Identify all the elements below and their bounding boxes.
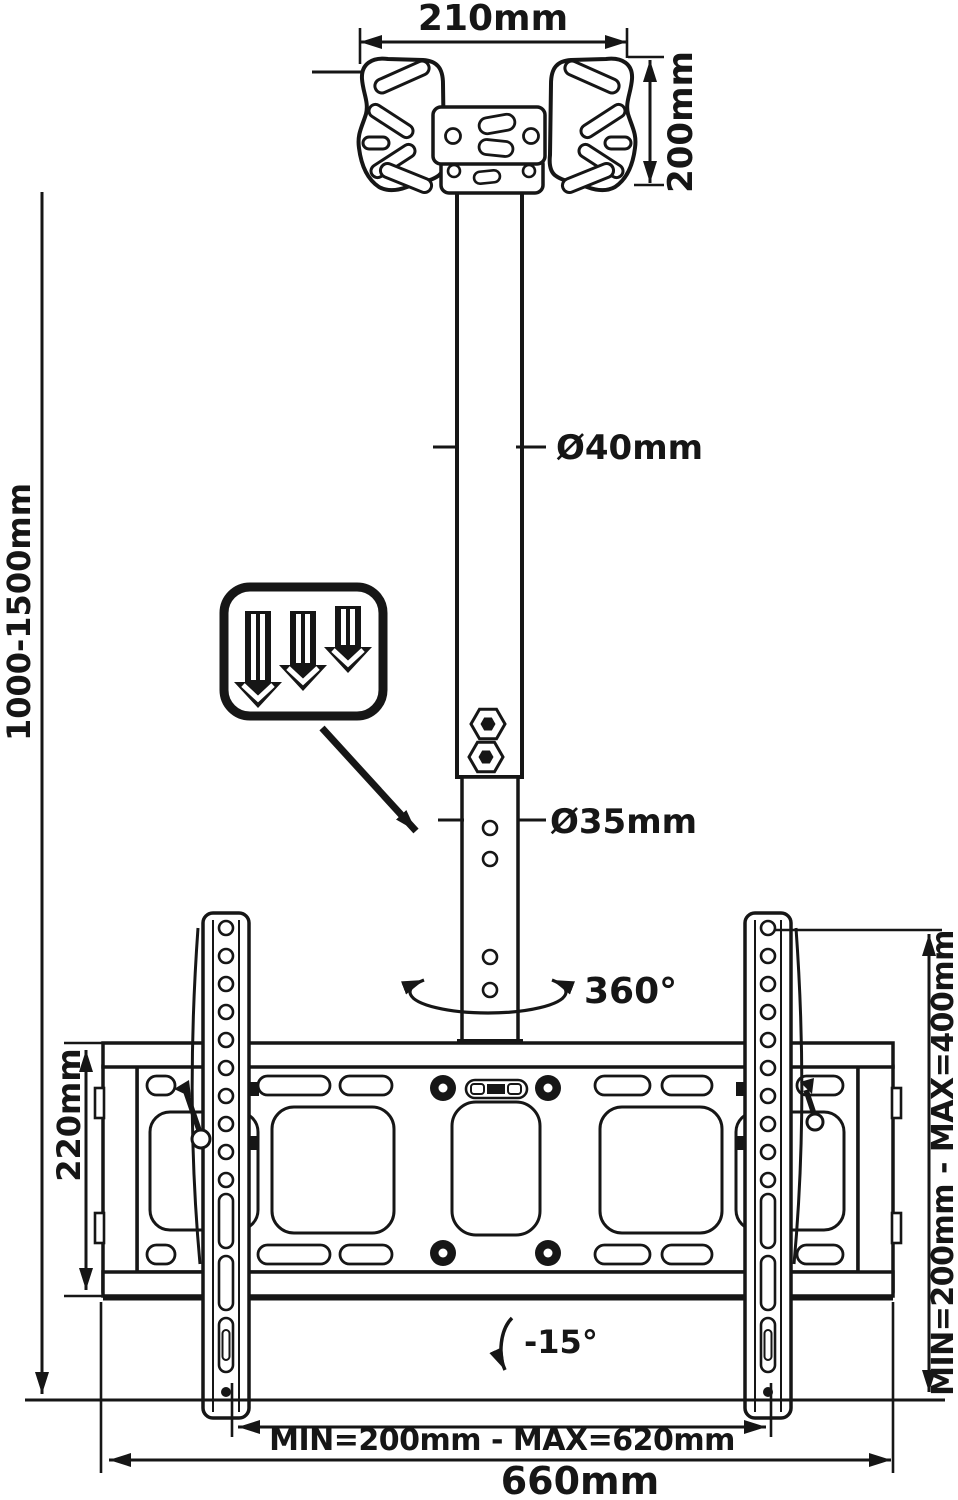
swivel-ellipse-icon	[400, 978, 576, 1015]
tv-rail-left	[190, 911, 251, 1420]
label-tilt-angle: -15°	[524, 1323, 598, 1361]
dim-label-pole-outer: Ø40mm	[556, 428, 703, 468]
locking-latch-left	[174, 1080, 212, 1150]
plate-slots-top	[145, 1074, 845, 1097]
dimension-lines	[25, 28, 945, 1473]
plate-slots-bottom	[145, 1243, 845, 1266]
dim-label-vesa-range: MIN=200mm - MAX=400mm	[926, 930, 958, 1396]
dim-label-ceiling-depth: 200mm	[661, 51, 701, 193]
height-adjust-icon	[219, 582, 419, 834]
down-arrow-icon	[324, 606, 372, 673]
hex-bolt-lower	[467, 740, 505, 774]
pole-upper-tube	[455, 161, 524, 779]
down-arrow-icon	[234, 611, 282, 708]
plate-opening	[598, 1105, 724, 1235]
dim-label-top-width: 210mm	[418, 0, 568, 39]
ceiling-plate-center	[431, 105, 547, 166]
tilt-arc-icon	[489, 1316, 514, 1371]
pointer-arrow	[319, 725, 419, 834]
tv-plate	[93, 1041, 903, 1301]
dim-label-arm-spacing: MIN=200mm - MAX=620mm	[269, 1423, 735, 1458]
hex-bolt-upper	[469, 707, 507, 741]
plate-endcap-right	[856, 1058, 895, 1300]
mounting-bolts	[430, 1075, 561, 1266]
bubble-level	[464, 1078, 529, 1100]
pole-inner-tube	[460, 775, 520, 1043]
plate-endcap-left	[101, 1058, 139, 1300]
plate-opening	[270, 1105, 396, 1235]
plate-center-opening	[450, 1100, 542, 1237]
down-arrow-icon	[279, 611, 327, 691]
dim-label-bracket-height: 220mm	[50, 1048, 88, 1181]
locking-latch-right	[800, 1078, 825, 1132]
dim-label-plate-width: 660mm	[501, 1459, 660, 1500]
tv-rail-right	[743, 911, 804, 1420]
pole-details	[457, 707, 523, 1047]
ceiling-wing-right	[547, 56, 638, 197]
dim-label-height-range: 1000-1500mm	[0, 483, 38, 741]
label-swivel: 360°	[584, 971, 677, 1012]
dim-label-pole-inner: Ø35mm	[550, 802, 697, 842]
